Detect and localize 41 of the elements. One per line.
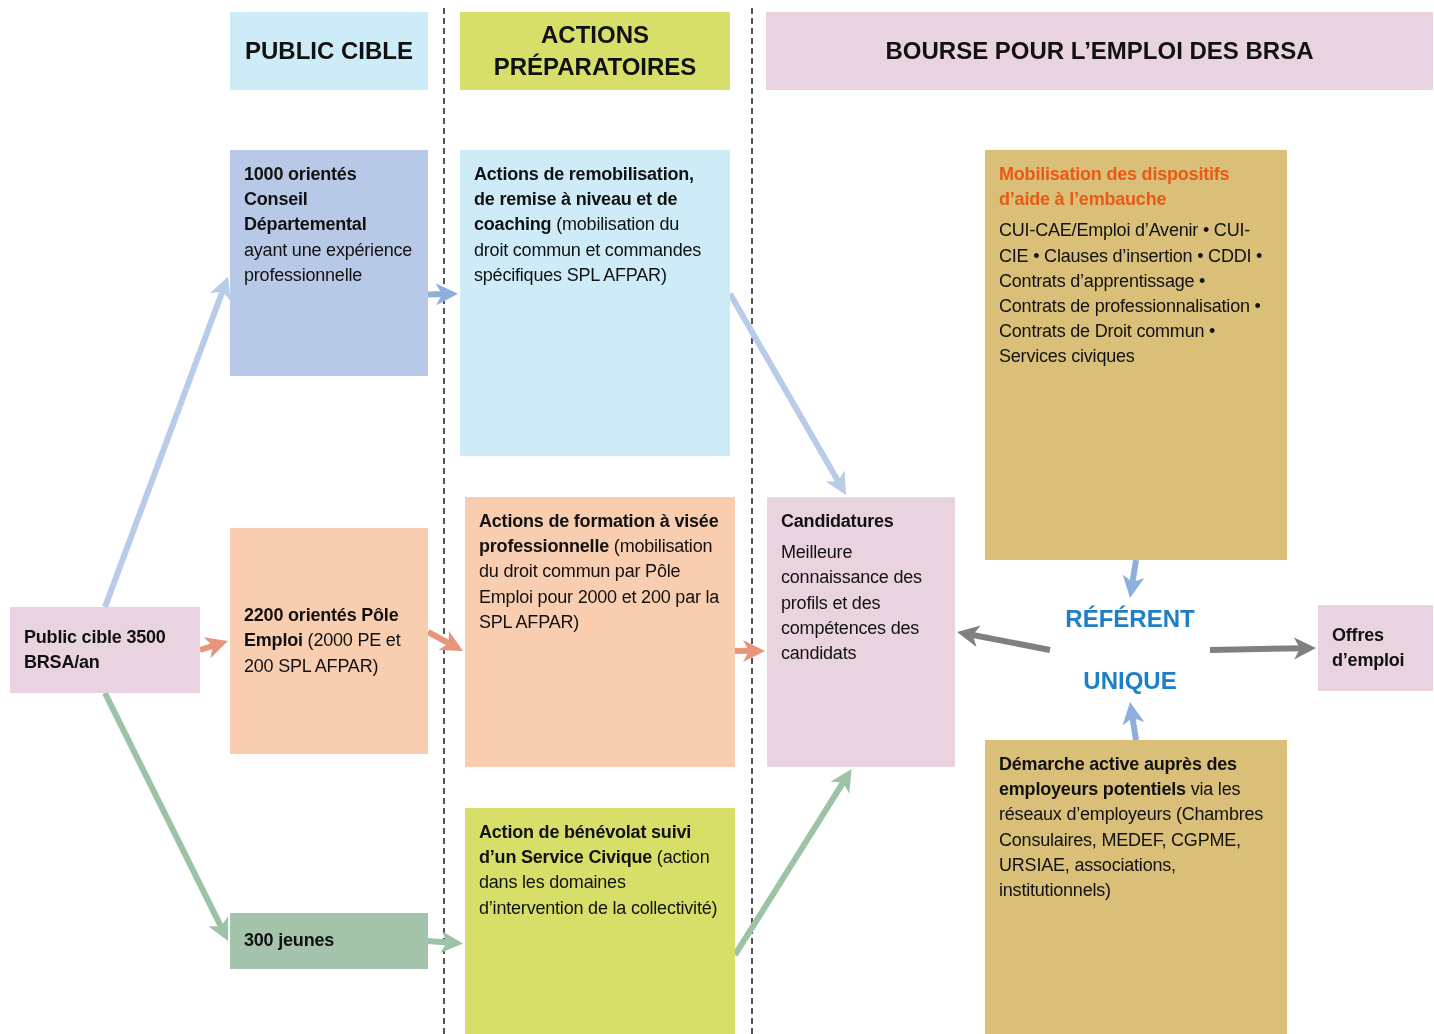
arrow — [1122, 559, 1145, 598]
process-box — [10, 607, 200, 693]
node-text: Démarche active auprès des employeurs potentiels via les réseaux d’employeurs (Chambres Consulaires, MEDEF, CGPME, URSIAE, associations, institutionnels) — [999, 753, 1265, 902]
node-text: Actions de formation à visée professionnelle (mobilisation du droit commun par Pôle Emploi pour 2000 et 200 par la SPL AFPAR) — [479, 510, 721, 634]
process-box — [230, 150, 428, 376]
process-box — [1318, 605, 1433, 691]
process-box — [230, 913, 428, 969]
node-text: 2200 orientés Pôle Emploi (2000 PE et 200 SPL AFPAR) — [244, 604, 402, 678]
arrow — [199, 637, 229, 659]
arrow — [427, 283, 458, 306]
node-text: 1000 orientés Conseil Départemental ayant une expérience professionnelle — [244, 163, 414, 287]
hub-label: RÉFÉRENT UNIQUE — [1050, 600, 1210, 700]
arrow — [427, 931, 463, 953]
column-header — [230, 12, 428, 90]
header-text: ACTIONS PRÉPARATOIRES — [492, 19, 698, 82]
arrow — [102, 691, 229, 941]
process-box — [460, 150, 730, 456]
node-heading: Mobilisation des dispositifs d’aide à l’embauche — [999, 163, 1231, 212]
process-box — [230, 528, 428, 754]
process-box — [767, 497, 955, 767]
arrow — [102, 276, 231, 609]
arrow — [1122, 702, 1145, 741]
arrow — [957, 625, 1051, 653]
process-box — [985, 740, 1287, 1034]
header-text: PUBLIC CIBLE — [245, 35, 413, 66]
arrow — [1209, 637, 1316, 660]
column-header — [766, 12, 1433, 90]
process-box — [465, 808, 735, 1034]
node-text: Public cible 3500 BRSA/an — [24, 625, 167, 674]
header-text: BOURSE POUR L’EMPLOI DES BRSA — [885, 35, 1314, 66]
node-text: Offres d’emploi — [1332, 623, 1406, 672]
node-text: Action de bénévolat suivi d’un Service Civique (action dans les domaines d’intervention de la collectivité) — [479, 821, 719, 920]
node-text: Meilleure connaissance des profils et des compétences des candidats — [781, 541, 923, 665]
arrow — [735, 639, 765, 662]
process-box — [985, 150, 1287, 560]
node-heading: Candidatures — [781, 510, 895, 533]
process-box — [465, 497, 735, 767]
node-text: Actions de remobilisation, de remise à niveau et de coaching (mobilisation du droit commun et commandes spécifiques SPL AFPAR) — [474, 163, 703, 287]
column-header — [460, 12, 730, 90]
node-text: 300 jeunes — [244, 929, 336, 953]
node-text: CUI-CAE/Emploi d’Avenir • CUI-CIE • Clauses d’insertion • CDDI • Contrats d’apprentissage • Contrats de professionnalisation • Contrats de Droit commun • Services civiques — [999, 219, 1264, 369]
